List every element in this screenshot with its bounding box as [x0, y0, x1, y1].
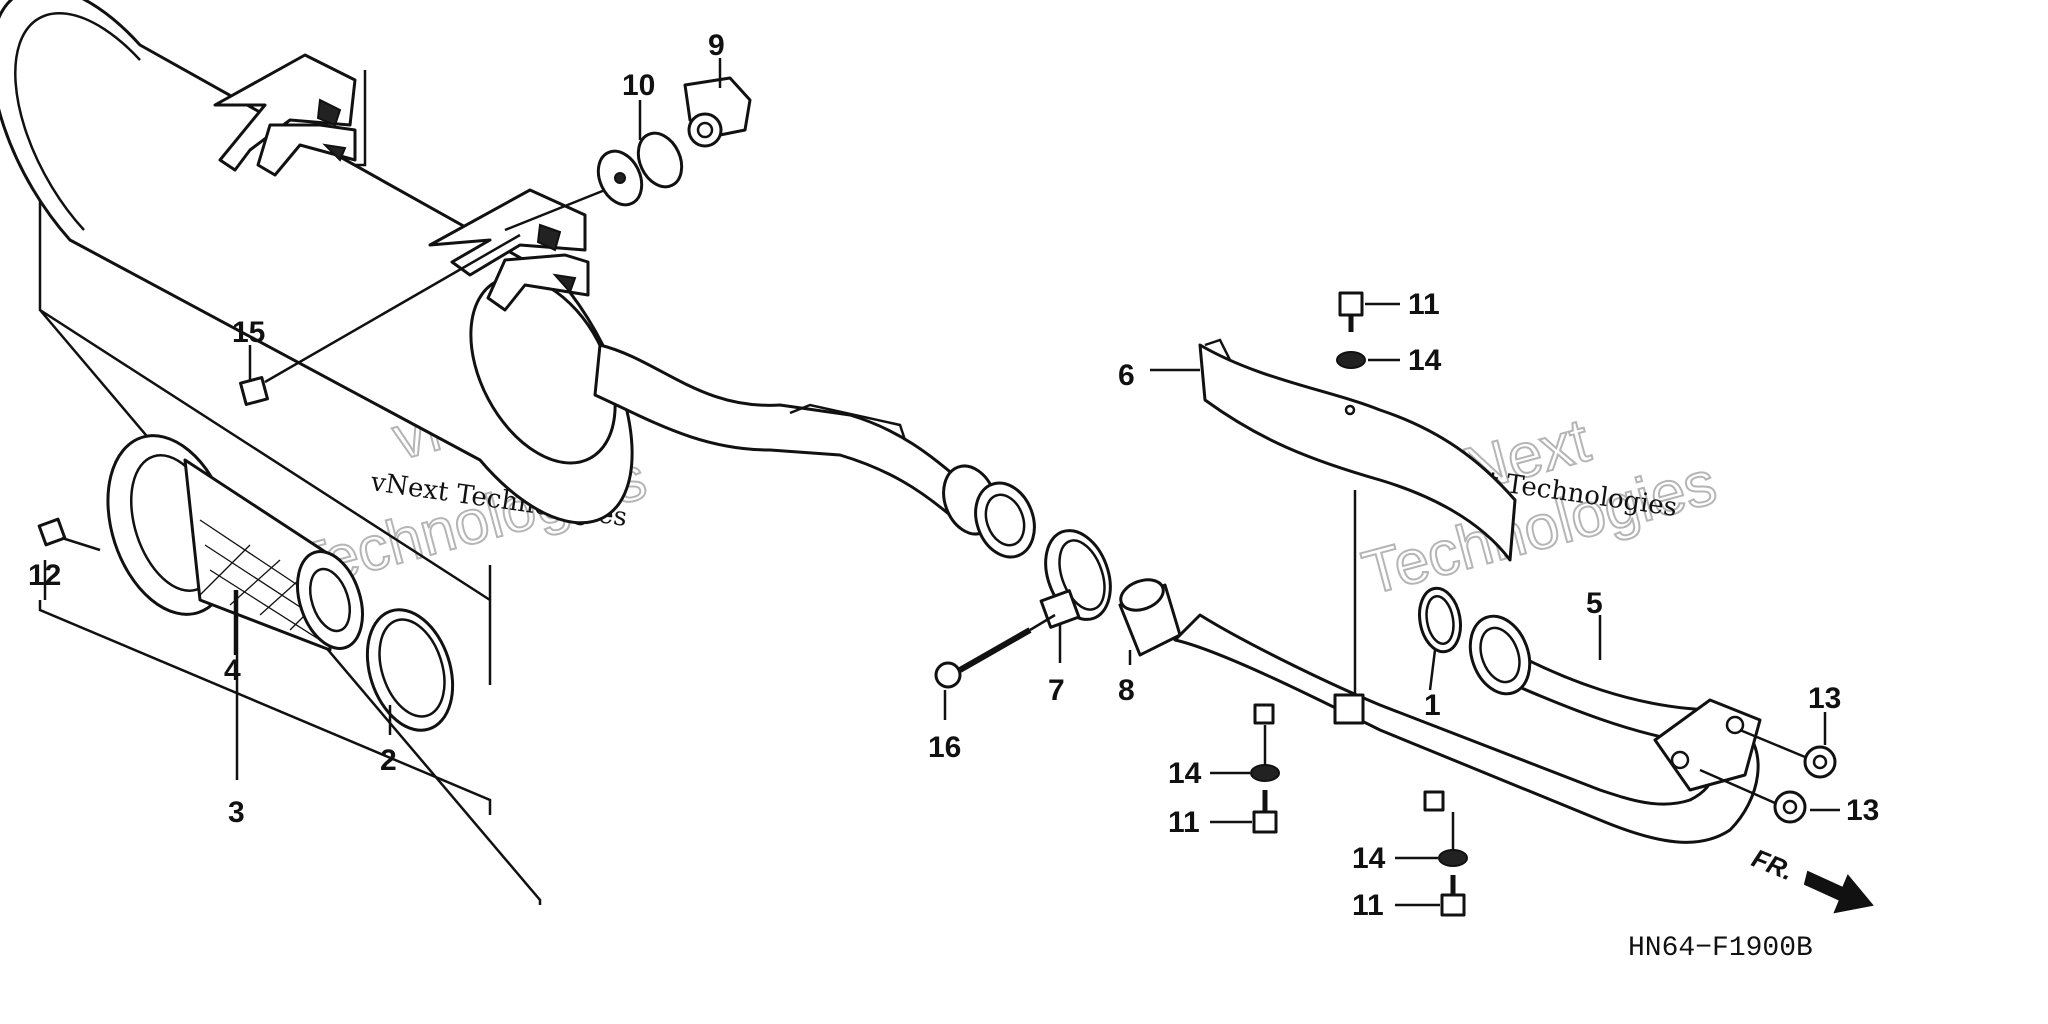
fastener-mid [1210, 725, 1280, 834]
callout-9: 9 [708, 29, 725, 62]
callout-numbers: 9 10 15 12 4 3 2 7 8 1 16 6 5 11 14 14 1… [28, 29, 1879, 922]
callout-13-bottom: 13 [1846, 794, 1879, 827]
front-arrow-icon [1803, 870, 1874, 914]
part-13-nuts [1699, 728, 1837, 824]
callout-4: 4 [224, 654, 241, 687]
callout-12: 12 [28, 559, 61, 592]
fastener-bottom [1395, 812, 1468, 917]
spark-arrester [38, 434, 492, 815]
callout-13-top: 13 [1808, 682, 1841, 715]
callout-5: 5 [1586, 587, 1603, 620]
callout-6: 6 [1118, 359, 1135, 392]
front-label: FR. [1748, 843, 1798, 887]
callout-1: 1 [1424, 689, 1441, 722]
callout-15: 15 [232, 316, 265, 349]
callout-11-top: 11 [1408, 288, 1440, 321]
part-12-screw [37, 517, 101, 552]
diagram-code: HN64−F1900B [1628, 933, 1813, 964]
callout-14-top: 14 [1408, 344, 1442, 377]
part-1-gasket [1418, 586, 1462, 654]
callout-11-bottom: 11 [1352, 889, 1384, 922]
part-7-clamp [1039, 529, 1112, 629]
callout-8: 8 [1118, 674, 1135, 707]
front-direction-indicator: FR. [1748, 843, 1874, 914]
leader-lines [43, 58, 1840, 812]
callout-10: 10 [622, 69, 655, 102]
part-10-grommet [504, 131, 684, 232]
callout-11-mid: 11 [1168, 806, 1200, 839]
callout-2: 2 [380, 744, 397, 777]
part-15-bolt [239, 233, 521, 406]
callout-7: 7 [1048, 674, 1065, 707]
callout-3: 3 [228, 796, 245, 829]
part-16-bolt [934, 613, 1056, 689]
callout-14-mid: 14 [1168, 757, 1202, 790]
muffler [0, 0, 1036, 905]
part-9-collar [683, 76, 752, 148]
callout-16: 16 [928, 731, 961, 764]
part-5-exhaust-pipe [1173, 613, 1762, 844]
part-6-heat-shield [1198, 338, 1517, 700]
fastener-top [1336, 291, 1400, 369]
part-8-sleeve [1118, 578, 1182, 657]
callout-14-bottom: 14 [1352, 842, 1386, 875]
